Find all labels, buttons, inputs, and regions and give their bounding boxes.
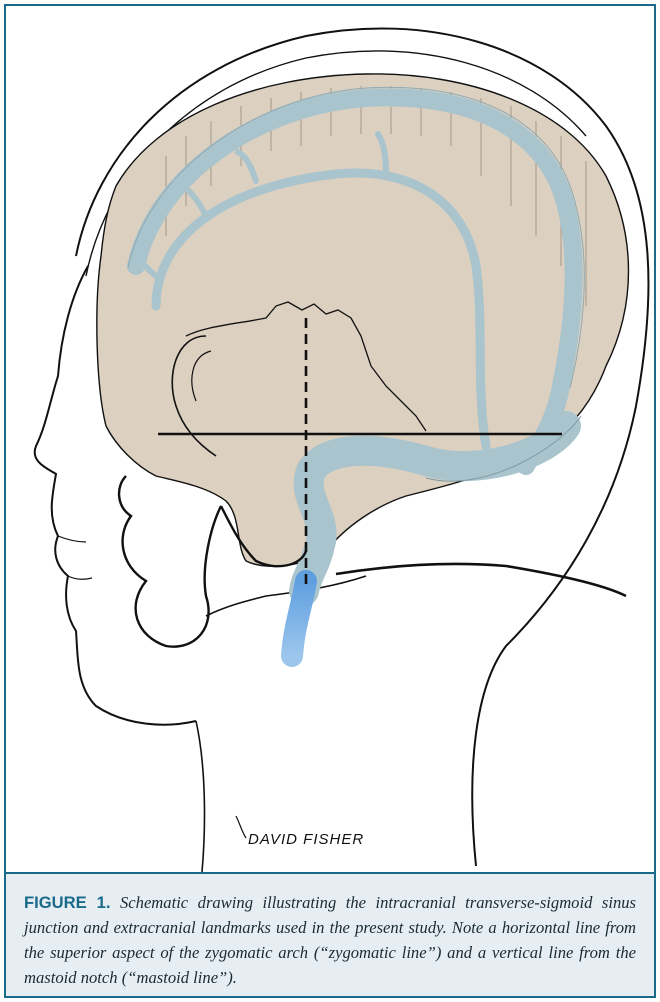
signature-mark [236,816,246,838]
mandible-outline [119,476,221,647]
head-illustration: DAVID FISHER [6,6,654,872]
figure-label: FIGURE 1. [24,893,110,912]
figure-frame: DAVID FISHER FIGURE 1. Schematic drawing… [4,4,656,998]
caption-paragraph: FIGURE 1. Schematic drawing illustrating… [24,890,636,990]
caption-text: Schematic drawing illustrating the intra… [24,893,636,987]
figure-caption: FIGURE 1. Schematic drawing illustrating… [6,872,654,996]
artist-signature: DAVID FISHER [248,831,364,848]
neck-outline [196,721,204,872]
skull-base-outline [336,564,626,596]
internal-jugular-vein [292,581,306,656]
jaw-to-neck [206,576,366,616]
lips-detail [58,536,92,579]
